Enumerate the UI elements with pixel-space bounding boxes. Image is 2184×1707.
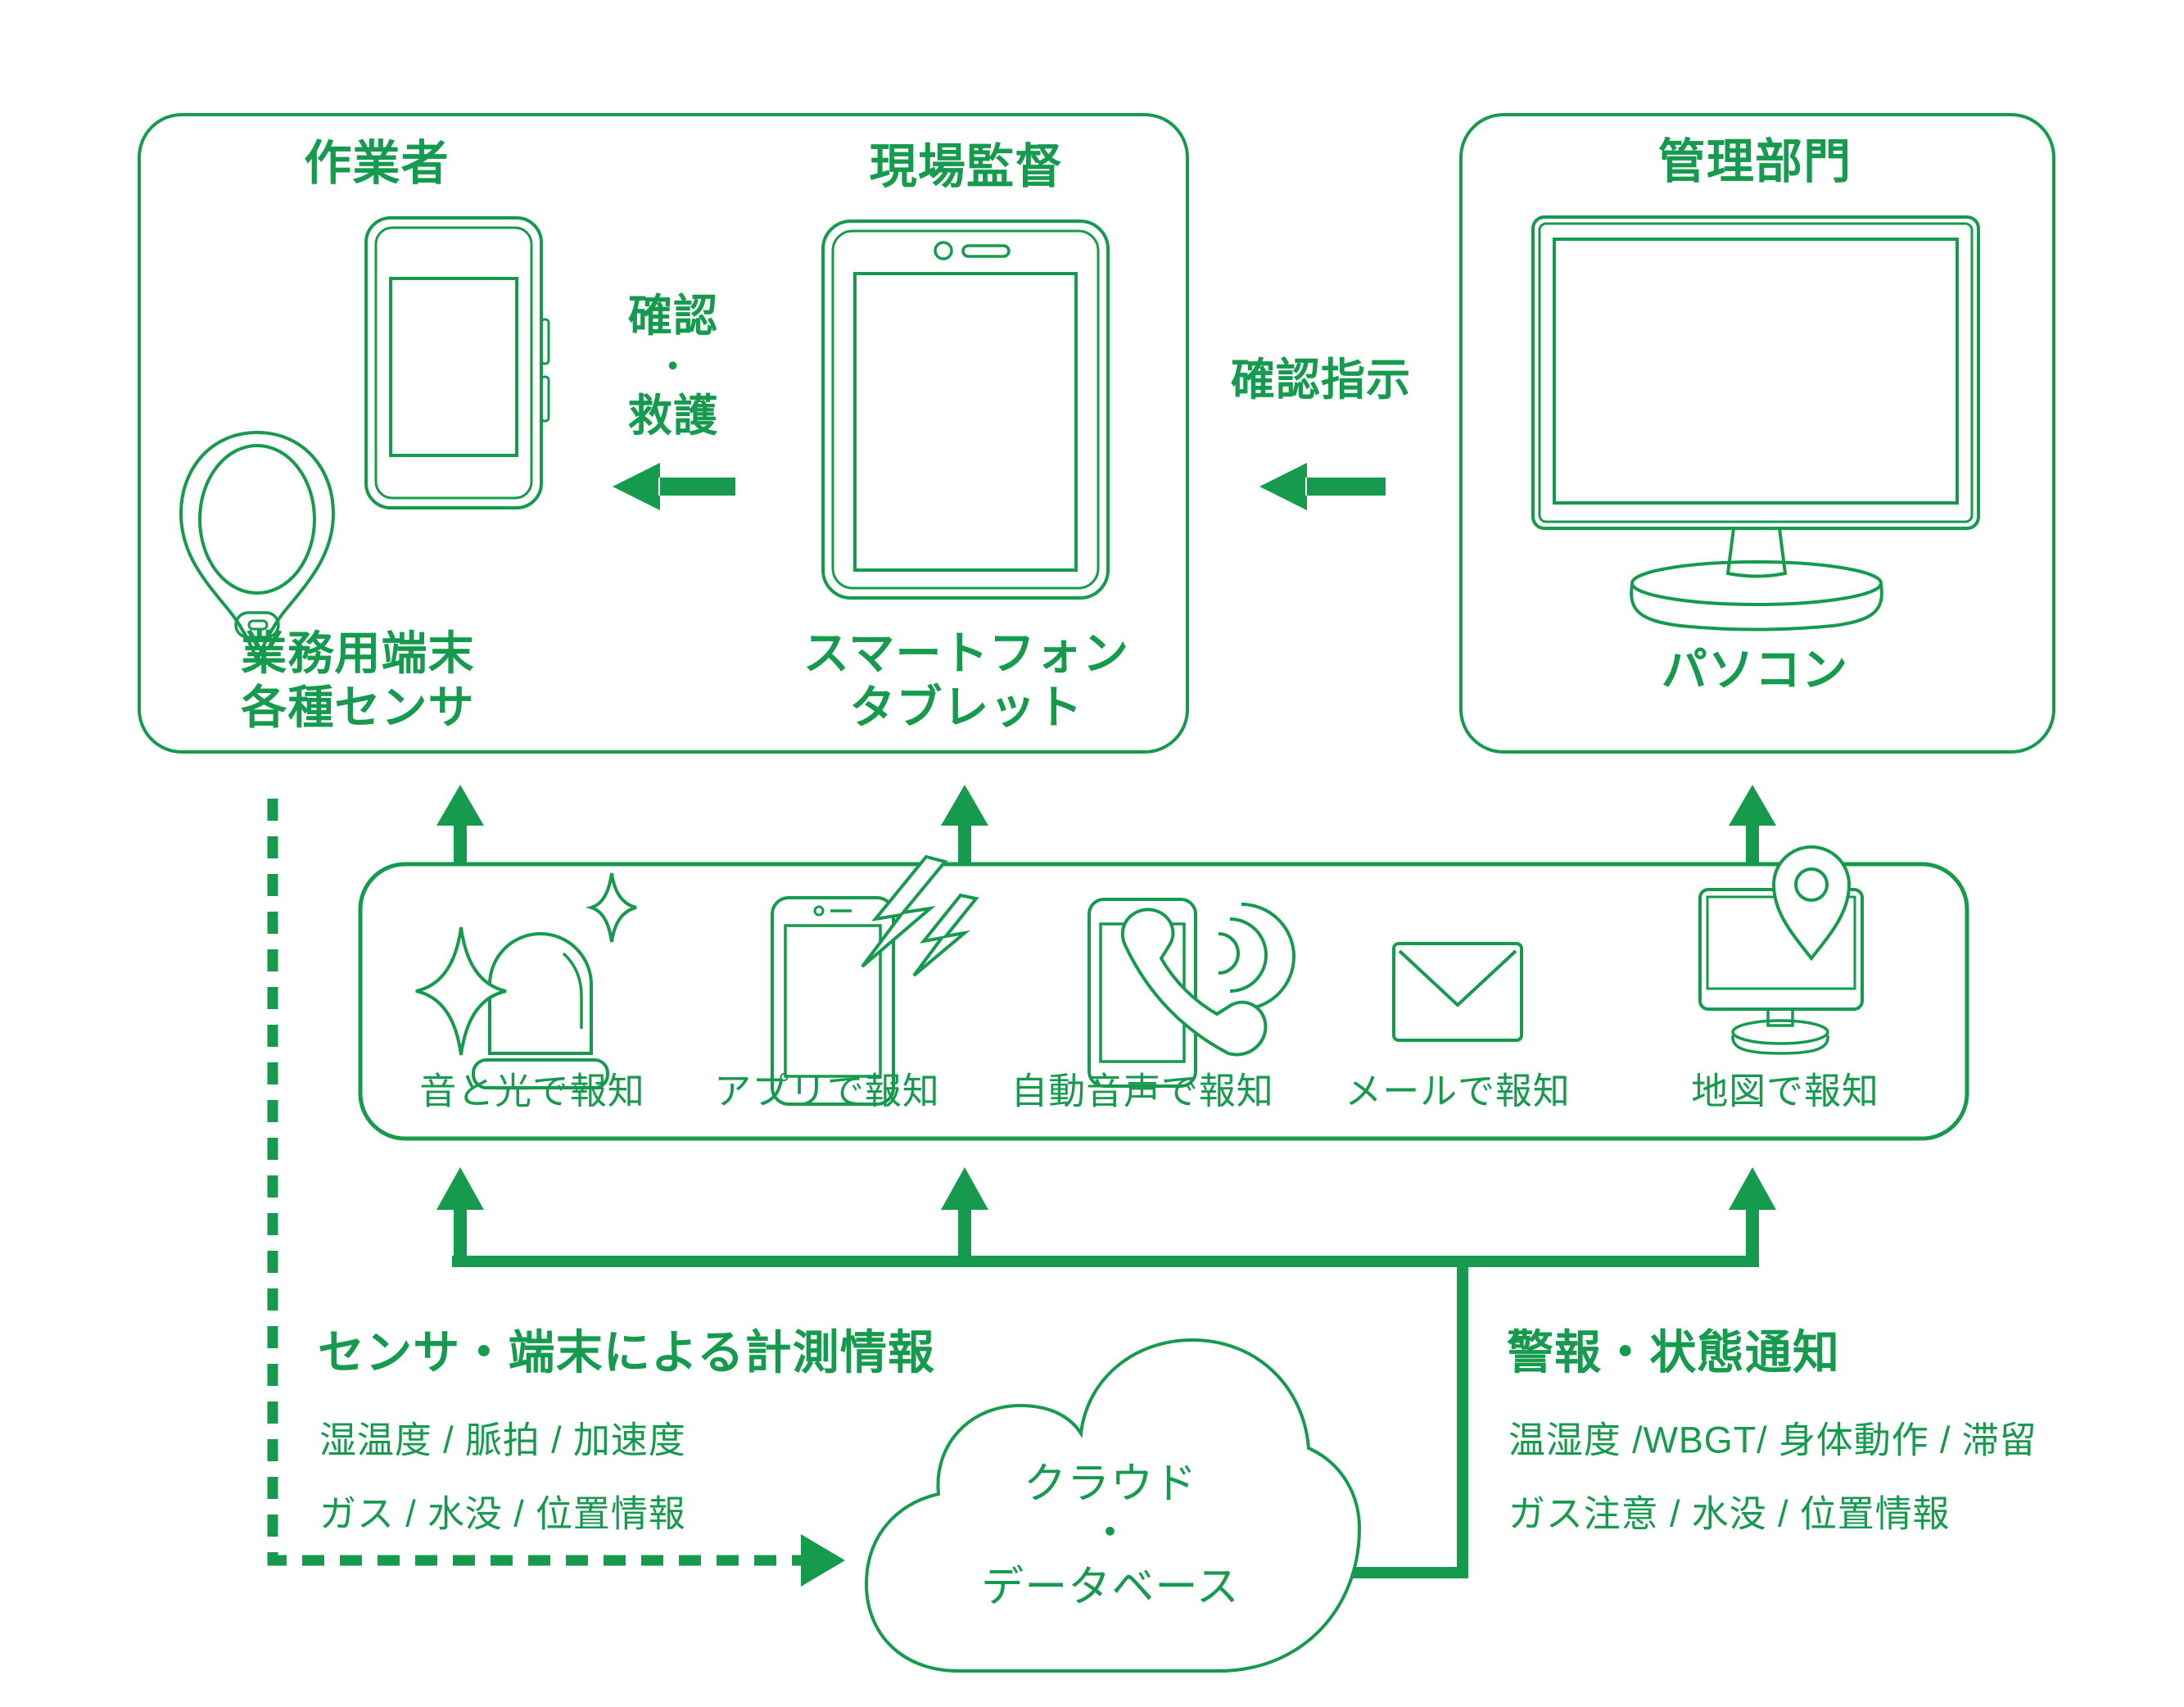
desktop-monitor-icon [1531,215,1980,632]
collector-to-band-arrows [436,1167,1776,1267]
band-to-worker-arrow [436,785,484,865]
cloud-label-line1: クラウド [1023,1460,1198,1508]
smartphone-icon [364,216,550,509]
confirm-rescue-arrow [613,463,735,510]
measurement-heading: センサ・端末による計測情報 [318,1326,936,1379]
collector-to-band-arrow-middle [941,1167,988,1267]
confirm-instruction-label: 確認指示 [1230,355,1412,405]
alert-line1: 温湿度 /WBGT/ 身体動作 / 滞留 [1508,1419,2037,1461]
collector-to-band-arrow-left [436,1167,484,1267]
confirm-rescue-label-line3: 救護 [627,392,719,441]
cloud-output-line [1351,1261,1468,1578]
notification-band [358,862,1969,1141]
sensor-pendant-icon [179,430,336,665]
supervisor-device-label-line2: タブレット [849,681,1083,733]
admin-box [1459,113,2055,754]
collector-to-band-arrow-right [1729,1167,1776,1267]
measurement-line2: ガス / 水没 / 位置情報 [319,1492,686,1535]
band-label-map: 地図で報知 [1691,1070,1879,1112]
sensor-data-dashed-arrowhead [801,1534,845,1587]
alert-heading: 警報・状態通知 [1507,1326,1840,1379]
cloud-label-line3: データベース [981,1564,1240,1611]
worker-device-label-line2: 各種センサ [241,681,475,733]
supervisor-title: 現場監督 [869,140,1064,193]
admin-title: 管理部門 [1657,135,1852,188]
confirm-rescue-label-line1: 確認 [627,292,719,341]
band-label-mail: メールで報知 [1345,1070,1571,1112]
worker-title: 作業者 [304,137,450,190]
confirm-rescue-label-line2: ・ [656,349,690,385]
siren-sparkle-icon [415,872,637,1089]
band-label-sound-light: 音と光で報知 [419,1070,645,1112]
sensor-data-dashed-line [267,799,801,1566]
mail-envelope-icon [1392,942,1523,1042]
measurement-line1: 湿温度 / 脈拍 / 加速度 [319,1419,686,1461]
cloud-shape [864,1338,1362,1673]
worker-supervisor-box [138,113,1189,754]
tablet-icon [821,220,1110,600]
band-to-admin-arrow [1729,785,1776,865]
phone-voice-call-icon [1087,898,1295,1088]
band-label-app: アプリで報知 [714,1070,940,1112]
confirm-instruction-arrow [1259,463,1386,510]
band-to-devices-arrows [436,785,1776,865]
worker-device-label-line1: 業務用端末 [241,627,475,679]
band-label-voice: 自動音声で報知 [1011,1070,1274,1112]
map-pin-monitor-icon [1698,844,1864,1055]
tablet-alert-icon [771,854,979,1106]
admin-device-label: パソコン [1661,644,1849,695]
band-to-supervisor-arrow [941,785,988,865]
supervisor-device-label-line1: スマートフォン [803,627,1130,679]
cloud-label-line2: ・ [1092,1513,1129,1553]
alert-line2: ガス注意 / 水没 / 位置情報 [1508,1492,1951,1535]
